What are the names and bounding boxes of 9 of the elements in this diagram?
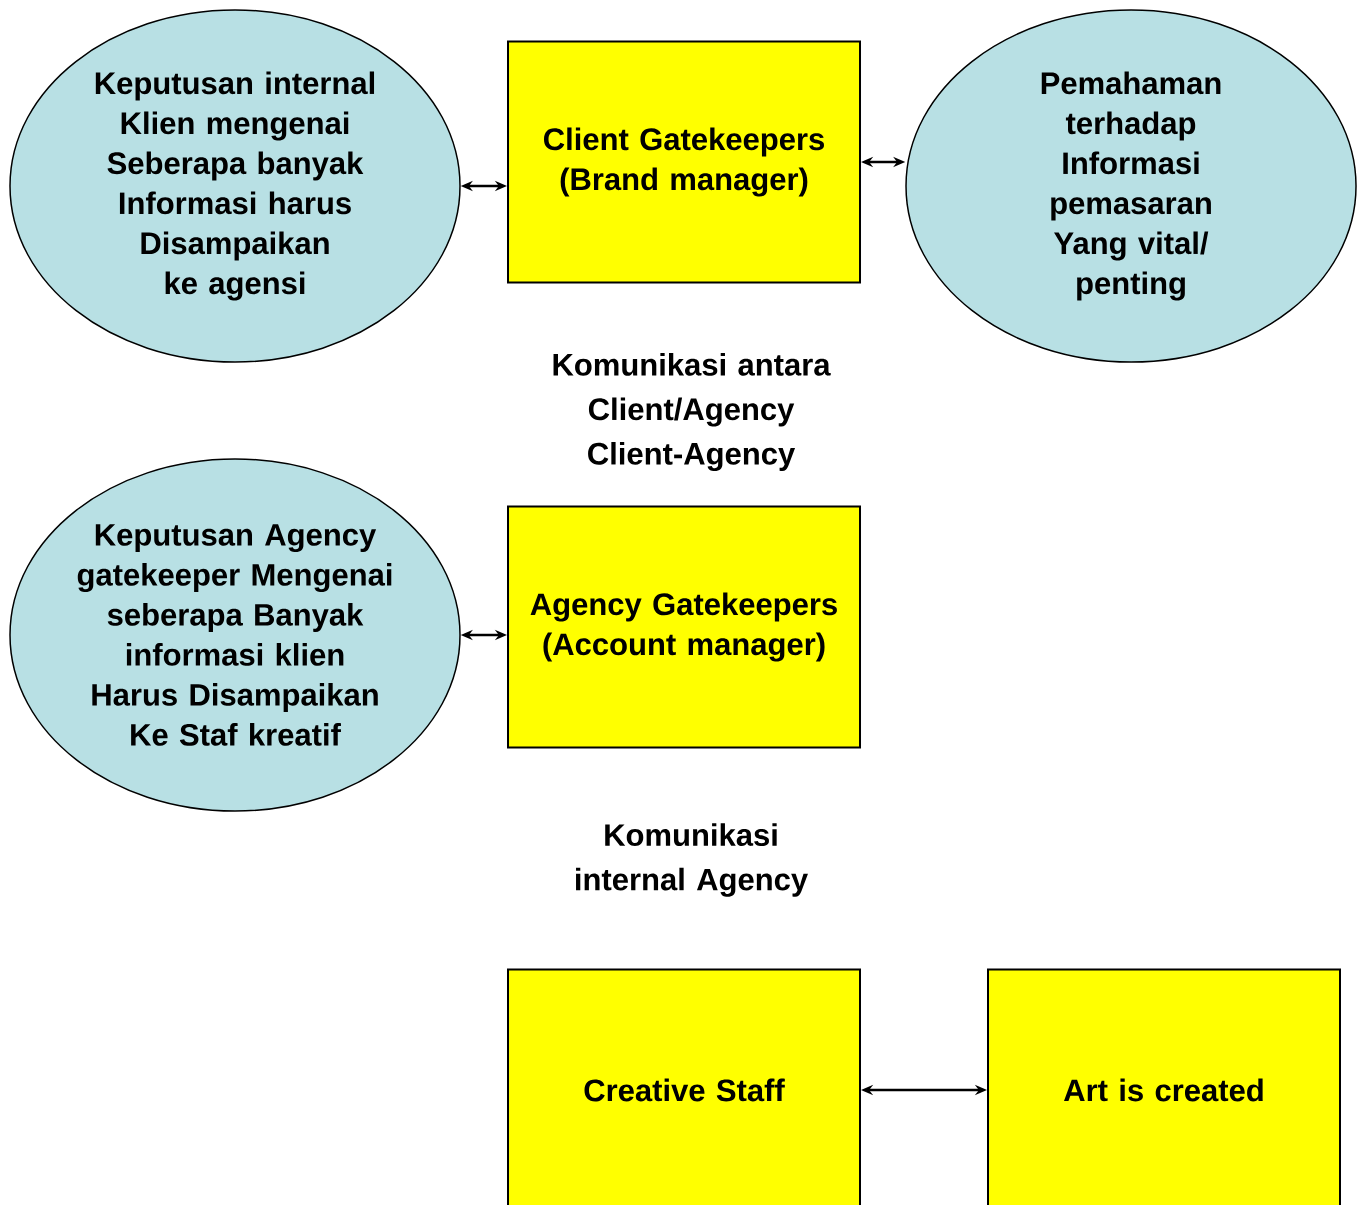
process-box: Client Gatekeepers (Brand manager) [507, 40, 861, 284]
process-box: Creative Staff [507, 968, 861, 1205]
caption-text: Komunikasi antara Client/Agency Client-Agency [553, 353, 831, 471]
ellipse-node: Keputusan Agency gatekeeper Mengenai seberapa Banyak informasi klien Harus Disampaikan Ke Staf kreatif [9, 458, 461, 812]
ellipse-node: Pemahaman terhadap Informasi pemasaran Yang vital/ penting [905, 9, 1357, 363]
process-box: Agency Gatekeepers (Account manager) [507, 505, 861, 749]
ellipse-node: Keputusan internal Klien mengenai Seberapa banyak Informasi harus Disampaikan ke agensi [9, 9, 461, 363]
process-box: Art is created [987, 968, 1341, 1205]
caption-text: Komunikasi internal Agency [576, 823, 808, 897]
